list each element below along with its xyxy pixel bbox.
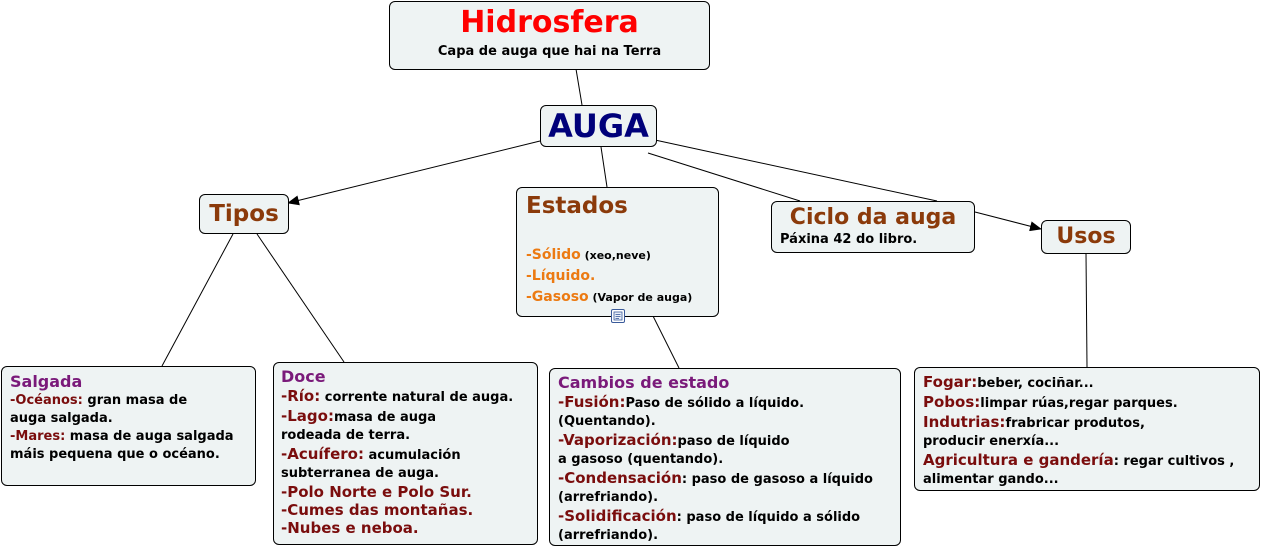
doce-line: -Polo Norte e Polo Sur. [281,483,472,501]
doce-line: -Cumes das montañas. [281,501,474,519]
cambios-line: -Vaporización:paso de líquido [558,431,790,449]
ciclo-label: Ciclo da auga [789,205,957,230]
title-subtitle: Capa de auga que hai na Terra [437,44,662,59]
salgada-heading: Salgada [10,372,83,391]
usos-line: Pobos:limpar rúas,regar parques. [923,393,1178,411]
edge-tipos-doce [256,233,345,363]
title-node[interactable]: Hidrosfera Capa de auga que hai na Terra [389,1,710,70]
concept-tipos[interactable]: Tipos [199,194,289,234]
estado-item: -Líquido. [526,268,596,284]
edge-auga-ciclo [647,152,801,202]
salgada-line: auga salgada. [10,411,113,426]
concept-usos[interactable]: Usos [1041,220,1131,254]
ciclo-note: Páxina 42 do libro. [780,232,918,247]
edge-auga-tipos [287,140,541,206]
doce-line: -Acuífero: acumulación [281,445,461,463]
doce-line: subterranea de auga. [281,466,439,481]
cambios-line: (Quentando). [558,414,656,429]
concept-estados[interactable]: Estados -Sólido (xeo,neve) -Líquido. -Ga… [516,187,719,323]
detail-cambios-de-estado[interactable]: Cambios de estado -Fusión:Paso de sólido… [549,368,901,546]
usos-line: producir enerxía... [923,434,1060,449]
root-node-auga[interactable]: AUGA [540,105,657,147]
root-label: AUGA [548,107,649,145]
cambios-line: (arrefriando). [558,490,659,505]
usos-line: Fogar:beber, cociñar... [923,373,1094,391]
edge-auga-estados [600,146,608,188]
salgada-line: -Océanos: gran masa de [10,393,188,408]
doce-line: -Río: corrente natural de auga. [281,387,514,405]
cambios-line: -Solidificación: paso de líquido a sólid… [558,507,861,525]
cambios-line: (arrefriando). [558,528,659,543]
estado-item: -Gasoso (Vapor de auga) [526,289,693,305]
edge-auga-usos [654,139,938,202]
salgada-line: máis pequena que o océano. [10,447,220,462]
usos-line: Agricultura e gandería: regar cultivos , [923,451,1235,469]
doce-line: -Lago:masa de auga [281,407,437,425]
usos-line: Indutrias:frabricar produtos, [923,413,1145,431]
cambios-line: -Condensación: paso de gasoso a líquido [558,469,873,487]
cambios-heading: Cambios de estado [558,373,730,392]
doce-heading: Doce [281,367,326,386]
detail-doce[interactable]: Doce -Río: corrente natural de auga. -La… [273,362,538,545]
edge-tipos-salgada [161,233,234,367]
salgada-line: -Mares: masa de auga salgada [10,429,234,444]
tipos-label: Tipos [209,201,279,227]
doce-line: rodeada de terra. [281,428,411,443]
detail-usos[interactable]: Fogar:beber, cociñar... Pobos:limpar rúa… [914,367,1260,491]
edge-usos-detail [1085,252,1088,368]
title-heading: Hidrosfera [460,5,639,40]
cambios-line: a gasoso (quentando). [558,452,724,467]
document-note-icon[interactable] [611,309,625,323]
doce-line: -Nubes e neboa. [281,519,419,537]
usos-label: Usos [1056,224,1116,249]
edge-estados-cambios [652,315,680,369]
concept-ciclo-da-auga[interactable]: Ciclo da auga Páxina 42 do libro. [771,201,975,253]
estados-label: Estados [526,193,628,219]
detail-salgada[interactable]: Salgada -Océanos: gran masa de auga salg… [1,366,256,486]
edge-ciclo-usos [974,211,1042,232]
edge-title-auga [575,68,583,106]
estado-item: -Sólido (xeo,neve) [526,247,651,263]
cambios-line: -Fusión:Paso de sólido a líquido. [558,393,805,411]
usos-line: alimentar gando... [923,472,1059,487]
